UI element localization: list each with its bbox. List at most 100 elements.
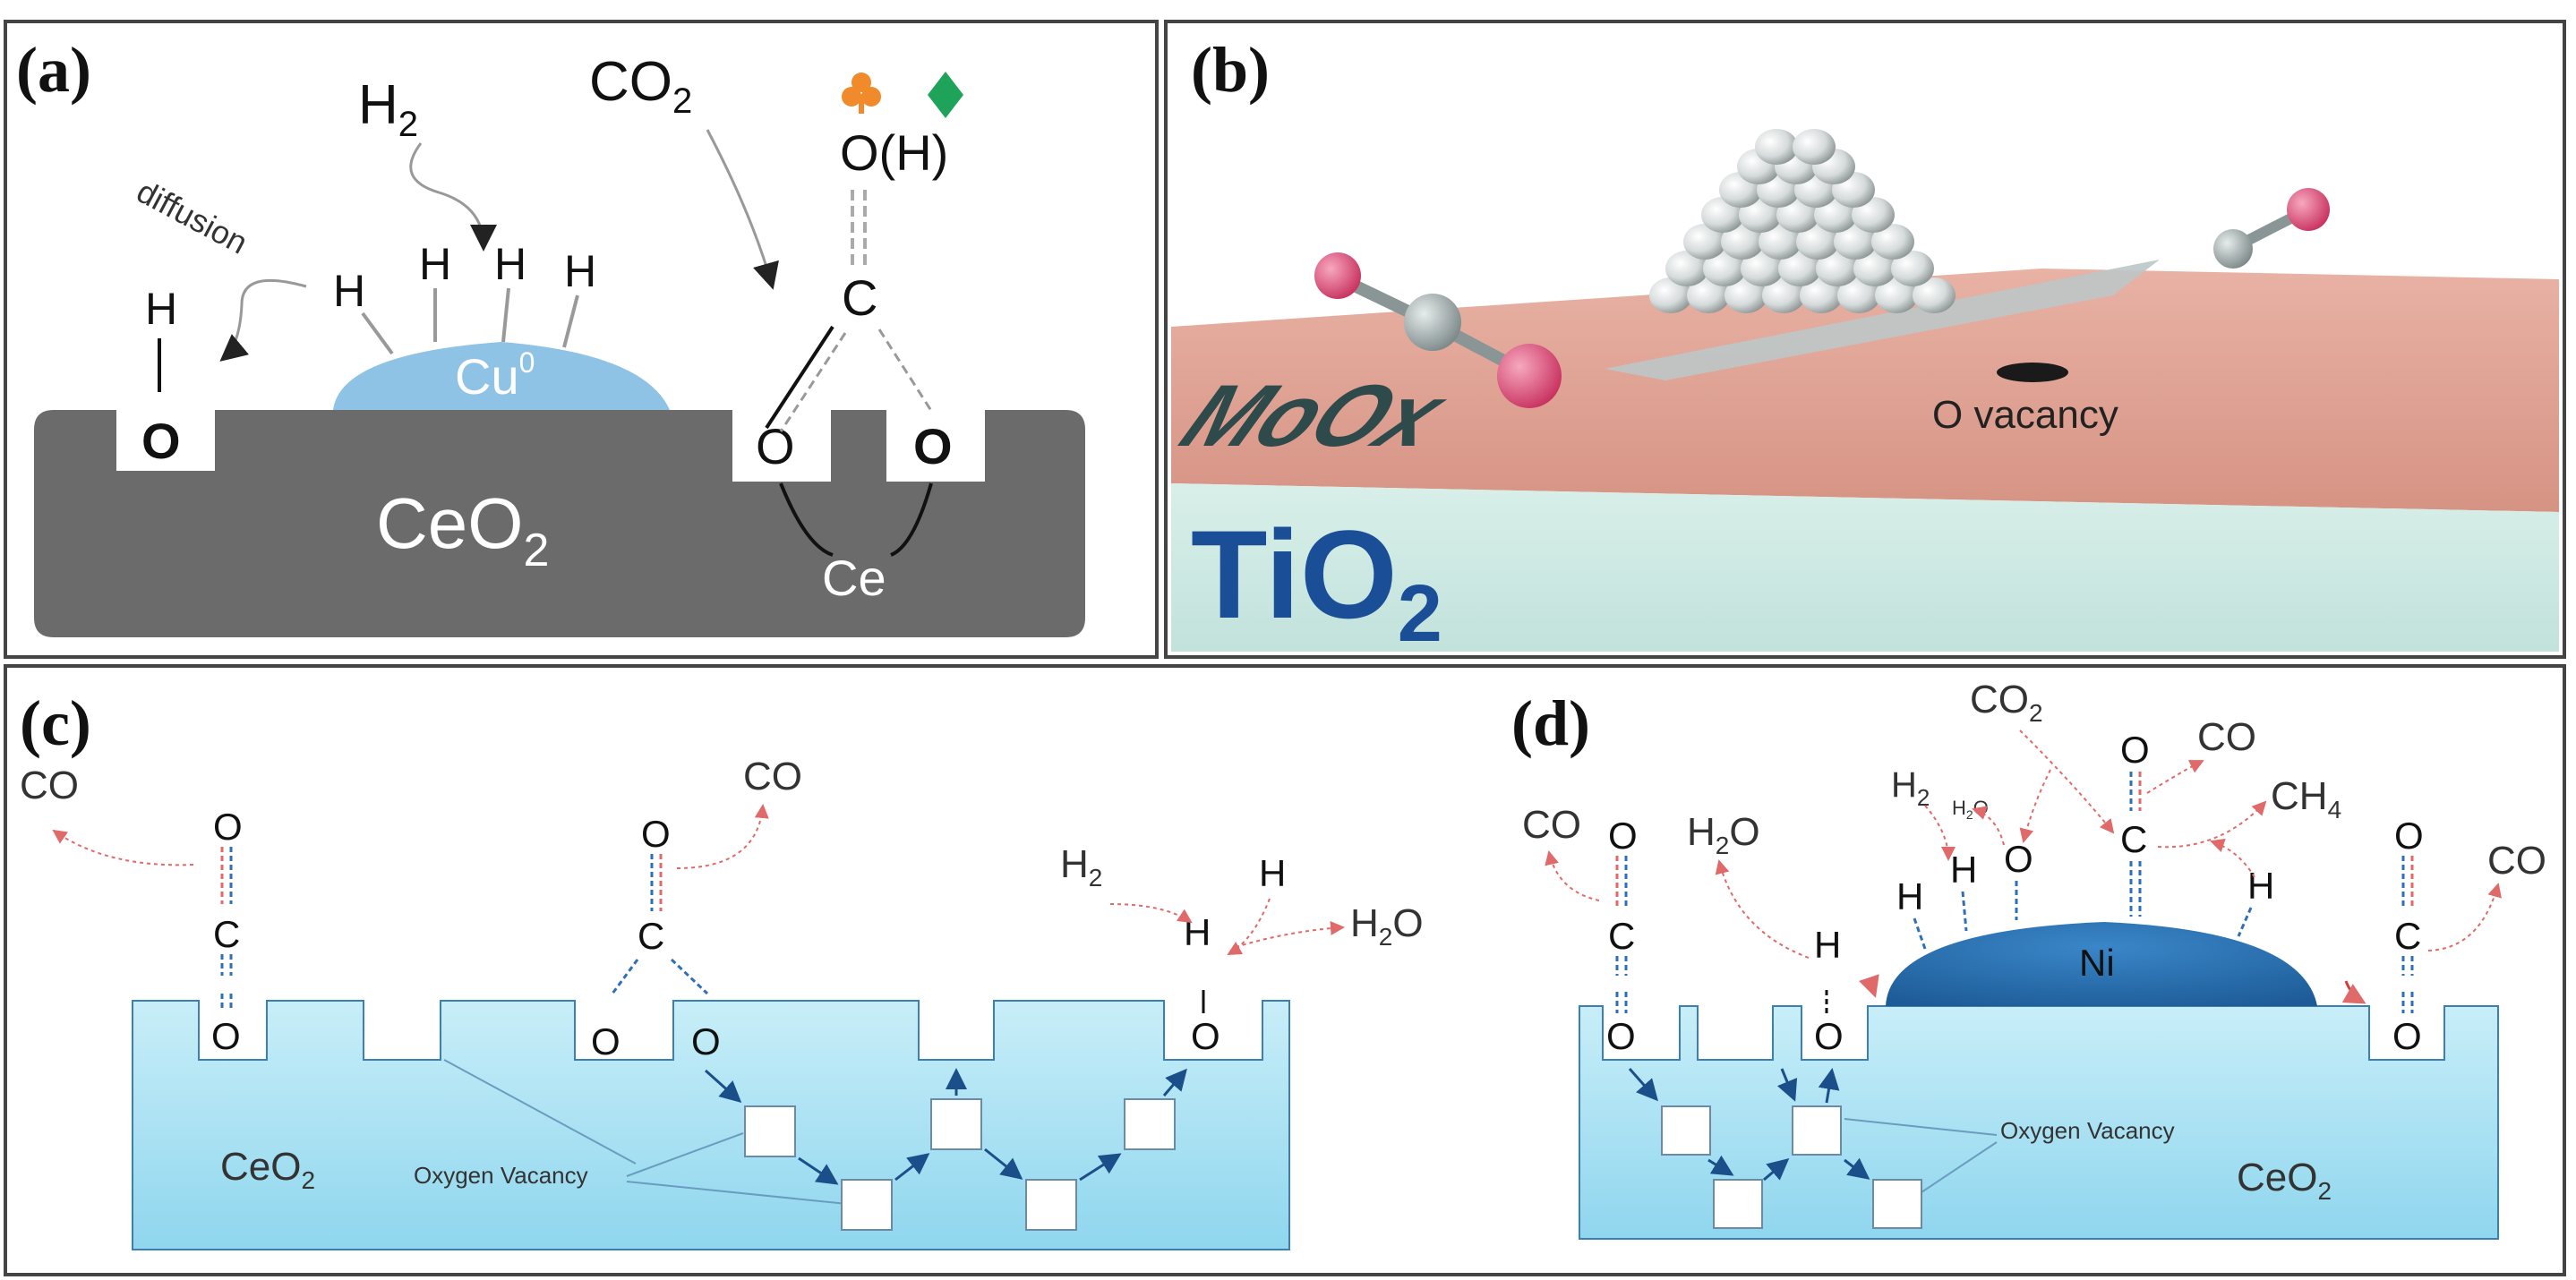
vacancy-leader-c3: [443, 1059, 637, 1165]
h-arrow-d7: [2210, 838, 2255, 878]
co-product-d3: CO: [2487, 839, 2546, 883]
vacancy-boxes-d: [1661, 1105, 1922, 1229]
surface-o-d5: O: [2392, 1015, 2422, 1057]
metal-atom: [1816, 251, 1859, 286]
bond-d4: [1961, 891, 1968, 932]
co-arrow-c2: [676, 804, 769, 869]
metal-atom: [1703, 251, 1746, 286]
surface-o-c1: O: [211, 1015, 241, 1057]
h2-arrow: [409, 142, 497, 252]
metal-atom: [1853, 251, 1896, 286]
club-icon: [842, 73, 881, 114]
carbon-label: C: [842, 269, 877, 326]
h-atom-c3: H: [1184, 911, 1211, 953]
co2-molecule: [1314, 252, 1562, 408]
panel-d: (d) Ni CeO2 Oxygen Vacancy O C O CO O H …: [1511, 678, 2546, 1240]
carbon-d1: C: [1608, 915, 1635, 957]
metal-atom: [1796, 224, 1839, 260]
surface-o-box-2: [732, 408, 831, 482]
ch4-arrow-d: [2157, 800, 2267, 849]
ceo2-bulk-d: [1579, 1005, 2499, 1240]
co2-label: CO2: [589, 51, 692, 121]
vacancy-box-c4: [1025, 1179, 1077, 1231]
surface-o-c2a: O: [591, 1020, 620, 1062]
tio2-layer: [1171, 483, 2559, 652]
carbon-d4: C: [2120, 818, 2147, 860]
panel-c-label: (c): [20, 687, 91, 759]
oxygen-d4: O: [2120, 729, 2150, 771]
surface-o-box-3: [886, 408, 985, 482]
vacancy-box-d2: [1713, 1179, 1763, 1229]
surface-o-1: O: [141, 413, 181, 469]
ce-label: Ce: [822, 550, 886, 606]
ni-label: Ni: [2079, 942, 2115, 984]
co-product-d1: CO: [1522, 803, 1581, 847]
oxygen-d1: O: [1608, 815, 1638, 857]
co2-label-d: CO2: [1970, 678, 2043, 727]
ceo2-label-d: CeO2: [2237, 1156, 2332, 1205]
oxygen-d5: O: [2394, 815, 2424, 857]
co2-arrow: [706, 129, 779, 290]
h2o-arrow-d2: [1972, 806, 2005, 846]
metal-atom: [1687, 277, 1730, 313]
ch4-label-d: CH4: [2271, 774, 2341, 823]
metal-atom: [1913, 277, 1956, 313]
panel-a: (a) Cu0 CeO2 O O O Ce H diffusion H H H …: [4, 20, 1159, 659]
o-vacancy-label: O vacancy: [1932, 393, 2118, 437]
panel-a-label: (a): [16, 34, 91, 106]
o-vacancy-hole: [1997, 363, 2068, 382]
co-product-c1: CO: [20, 764, 79, 807]
metal-atom: [1741, 251, 1784, 286]
metal-atom: [1759, 224, 1801, 260]
panel-b-label: (b): [1191, 34, 1270, 106]
vacancy-leader-d1: [1844, 1118, 1998, 1136]
h-bond-4: [562, 294, 579, 348]
co-arrow-d3: [2427, 883, 2502, 951]
h2o-arrow-d1: [1715, 859, 1810, 959]
co2-arrow-d2: [2019, 769, 2051, 843]
h-bond-1: [361, 311, 394, 355]
moox-label: MoOx: [1166, 367, 1465, 465]
surface-o-2: O: [756, 418, 795, 474]
vacancy-box-c5: [1124, 1098, 1176, 1150]
surface-o-d2: O: [1814, 1015, 1844, 1057]
vacancy-box-c2: [841, 1179, 893, 1231]
metal-cluster: [1649, 129, 1956, 313]
co2-arrow-d: [2019, 730, 2115, 834]
diffusion-arrow: [219, 278, 307, 362]
vacancy-box-d3: [1792, 1105, 1842, 1156]
metal-atom: [1778, 251, 1821, 286]
cu-label: Cu0: [455, 346, 535, 405]
vacancy-leader-d2: [1921, 1141, 1998, 1193]
h-atom-1: H: [333, 266, 365, 316]
vacancy-box-d1: [1661, 1105, 1711, 1156]
metal-atom: [1665, 251, 1708, 286]
surface-o-d1: O: [1606, 1015, 1636, 1057]
h2-arrow-c: [1109, 903, 1193, 924]
surface-o-box-1: [116, 408, 215, 471]
metal-atom: [1871, 224, 1914, 260]
h-atom-d7: H: [2247, 865, 2274, 907]
ceo2-label-c: CeO2: [220, 1145, 315, 1194]
oxygen-vacancy-label-c: Oxygen Vacancy: [414, 1162, 588, 1189]
surface-o-c2b: O: [691, 1020, 721, 1062]
ce-bond-left: [779, 482, 834, 557]
oxygen-c2: O: [641, 813, 671, 855]
bond-c2a: [611, 959, 639, 994]
metal-atom: [1834, 224, 1877, 260]
vacancy-boxes-c: [744, 1098, 1176, 1231]
h2o-label-c: H2O: [1350, 901, 1424, 951]
vacancy-box-d4: [1872, 1179, 1922, 1229]
metal-atom: [1891, 251, 1934, 286]
h-atom-d2: H: [1814, 924, 1841, 966]
metal-atom: [1721, 224, 1764, 260]
vacancy-arrows-d: [1628, 1068, 1870, 1182]
metal-atom: [1762, 277, 1805, 313]
vacancy-box-c1: [744, 1105, 796, 1157]
co-product-c2: CO: [743, 755, 802, 798]
h2-arrow-d: [1924, 805, 1956, 861]
panel-b: (b) MoOx TiO2 O vacancy: [1164, 20, 2566, 659]
oxygen-vacancy-label-d: Oxygen Vacancy: [2000, 1117, 2175, 1144]
vacancy-leader-c2: [626, 1181, 848, 1205]
